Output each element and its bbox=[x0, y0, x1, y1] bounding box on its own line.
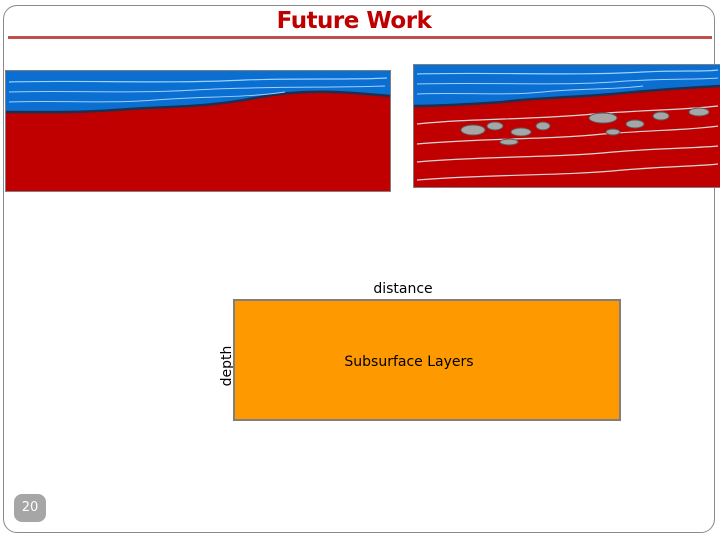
page-number-badge: 20 bbox=[14, 494, 46, 522]
seafloor-illustration-icon bbox=[5, 70, 391, 192]
subsurface-layers-box: Subsurface Layers bbox=[233, 299, 621, 421]
layered-subsurface-illustration-icon bbox=[413, 64, 720, 188]
slide-frame bbox=[3, 5, 715, 533]
subsurface-layers-label: Subsurface Layers bbox=[344, 354, 474, 370]
title-underline bbox=[8, 36, 712, 39]
slide-title: Future Work bbox=[276, 8, 432, 34]
distance-axis-label: distance bbox=[373, 281, 433, 297]
